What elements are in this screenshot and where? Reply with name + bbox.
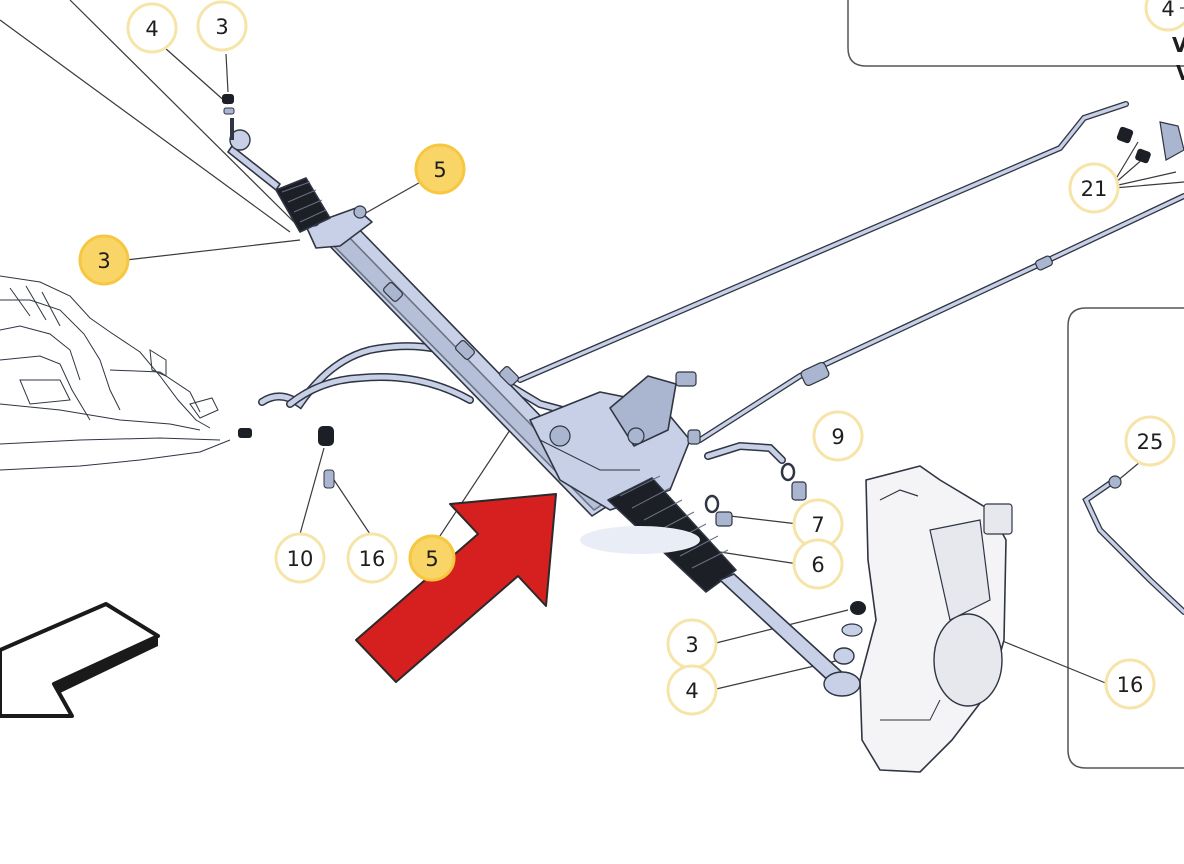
inset-frame-right <box>1067 307 1184 769</box>
leader-lines <box>0 0 1184 691</box>
callout-circle <box>1104 658 1156 710</box>
callout-number: 16 <box>1117 673 1144 697</box>
callout-number: 5 <box>425 547 438 571</box>
boot-upper <box>275 177 331 233</box>
callout-circle <box>666 664 718 716</box>
callout-number: 9 <box>831 425 844 449</box>
corner-mark-1: V <box>1172 33 1184 57</box>
callout-number: 21 <box>1081 177 1108 201</box>
callout-circle <box>274 532 326 584</box>
callout-number: 3 <box>685 633 698 657</box>
callout-4-corner: 4 <box>1144 0 1184 32</box>
front-subframe-sketch <box>0 275 231 471</box>
callout-layer: 4 3 5 3 21 9 25 7 6 10 16 5 3 4 16 4 <box>78 0 1184 716</box>
red-arrow-icon <box>355 493 557 683</box>
callout-number: 6 <box>811 553 824 577</box>
callout-6: 6 <box>792 538 844 590</box>
corner-mark-2: V <box>1176 61 1184 85</box>
callout-number: 16 <box>359 547 386 571</box>
callout-circle <box>196 0 248 52</box>
callout-circle <box>1124 415 1176 467</box>
callout-21: 21 <box>1068 162 1120 214</box>
callout-16-left: 16 <box>346 532 398 584</box>
callout-circle <box>346 532 398 584</box>
callout-circle <box>812 410 864 462</box>
callout-4-top: 4 <box>126 2 178 54</box>
callout-circle <box>1068 162 1120 214</box>
loose-parts <box>238 121 1184 527</box>
callout-7: 7 <box>792 498 844 550</box>
wheel-upright <box>859 465 1013 773</box>
callout-number: 3 <box>215 15 228 39</box>
callout-9: 9 <box>812 410 864 462</box>
callout-circle <box>126 2 178 54</box>
callout-3-top: 3 <box>196 0 248 52</box>
hydraulic-lines <box>258 101 1184 615</box>
callout-circle <box>78 234 130 286</box>
callout-4-bottom: 4 <box>666 664 718 716</box>
callout-circle <box>408 534 456 582</box>
steering-rack <box>222 94 866 697</box>
inset-frame-top-right <box>847 0 1184 67</box>
callout-5-top: 5 <box>414 143 466 195</box>
callout-number: 4 <box>145 17 158 41</box>
callout-number: 10 <box>287 547 314 571</box>
callout-number: 5 <box>433 158 446 182</box>
callout-number: 25 <box>1137 430 1164 454</box>
callout-number: 4 <box>1161 0 1174 21</box>
callout-25: 25 <box>1124 415 1176 467</box>
callout-16-right: 16 <box>1104 658 1156 710</box>
callout-number: 4 <box>685 679 698 703</box>
callout-number: 3 <box>97 249 110 273</box>
callout-number: 7 <box>811 513 824 537</box>
callout-3-bottom: 3 <box>666 618 718 670</box>
callout-circle <box>414 143 466 195</box>
callout-5-bottom: 5 <box>408 534 456 582</box>
callout-circle <box>1144 0 1184 32</box>
callout-3-left: 3 <box>78 234 130 286</box>
callout-circle <box>792 538 844 590</box>
white-direction-arrow-icon <box>0 602 160 718</box>
callout-10: 10 <box>274 532 326 584</box>
